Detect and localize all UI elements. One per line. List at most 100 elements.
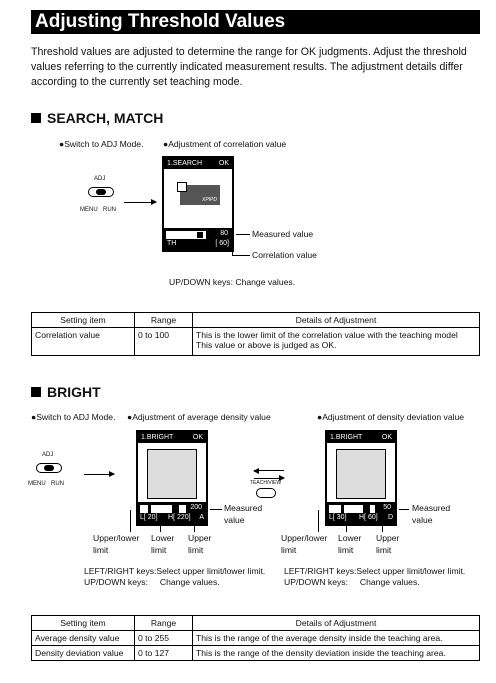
callout-vline	[382, 523, 383, 532]
search-heading: SEARCH, MATCH	[31, 110, 163, 126]
bright-heading: BRIGHT	[31, 384, 101, 400]
search-adjust-caption: ●Adjustment of correlation value	[163, 139, 287, 149]
lcd-title: 1.BRIGHT	[330, 434, 363, 441]
bright-switch-caption: ●Switch to ADJ Mode.	[31, 412, 116, 422]
callout-vline	[130, 510, 131, 532]
cell-item: Correlation value	[31, 327, 135, 356]
callout-measured: Measured	[224, 503, 263, 513]
lcd-th-label: TH	[167, 240, 177, 247]
lcd-measured-value: 50	[383, 504, 391, 511]
callout-measured-2: value	[412, 515, 433, 525]
switch-pill	[36, 463, 62, 473]
callout-vline	[160, 523, 161, 532]
callout-limit: limit	[151, 545, 167, 555]
callout-limit: limit	[188, 545, 204, 555]
callout-line-corr-v	[232, 246, 233, 255]
arrow-right-icon	[84, 471, 115, 477]
lcd-logo: XPIPD	[201, 197, 217, 203]
table-row: Density deviation value 0 to 127 This is…	[31, 645, 480, 661]
callout-upper: Upper	[188, 533, 212, 543]
cell-range: 0 to 255	[134, 630, 193, 646]
callout-correlation: Correlation value	[252, 250, 317, 260]
lcd-th-value: [ 60]	[215, 240, 229, 247]
search-switch-caption: ●Switch to ADJ Mode.	[59, 139, 144, 149]
switch-menu-label: MENU	[80, 207, 98, 213]
bright-keys-1b: UP/DOWN keys: Change values.	[84, 577, 220, 587]
bright-keys-2b: UP/DOWN keys: Change values.	[284, 577, 420, 587]
switch-adj-label: ADJ	[42, 452, 54, 458]
callout-vline	[194, 523, 195, 532]
search-lcd-screen: 1.SEARCH OK XPIPD 80 TH [ 60]	[162, 156, 234, 252]
teach-view-button-icon	[256, 488, 276, 498]
th-setting-item: Setting item	[31, 312, 135, 328]
lcd-mode: D	[387, 514, 393, 521]
page-title: Adjusting Threshold Values	[31, 10, 480, 34]
lcd-status: OK	[218, 160, 229, 167]
search-table: Setting item Range Details of Adjustment…	[31, 312, 480, 356]
callout-limit: limit	[338, 545, 354, 555]
lcd-status: OK	[381, 434, 392, 441]
th-range: Range	[134, 312, 193, 328]
callout-limit: limit	[281, 545, 297, 555]
cell-range: 0 to 100	[134, 327, 193, 356]
th-range: Range	[134, 615, 193, 631]
arrow-right-icon	[124, 199, 157, 205]
lcd-model-image: XPIPD	[177, 182, 220, 205]
lcd-title: 1.BRIGHT	[141, 434, 174, 441]
bright-avg-caption: ●Adjustment of average density value	[127, 412, 271, 422]
callout-limit: limit	[376, 545, 392, 555]
th-details: Details of Adjustment	[192, 615, 480, 631]
lcd-status: OK	[192, 434, 203, 441]
bright-keys-1a: LEFT/RIGHT keys:Select upper limit/lower…	[84, 566, 266, 576]
th-setting-item: Setting item	[31, 615, 135, 631]
square-bullet-icon	[31, 113, 41, 123]
lcd-high-limit: H[ 220]	[168, 514, 191, 521]
callout-limit: limit	[93, 545, 109, 555]
arrow-right-icon	[254, 475, 285, 481]
switch-run-label: RUN	[103, 207, 116, 213]
cell-range: 0 to 127	[134, 645, 193, 661]
search-keys: UP/DOWN keys: Change values.	[169, 277, 296, 287]
th-details: Details of Adjustment	[192, 312, 480, 328]
bright-keys-2a: LEFT/RIGHT keys:Select upper limit/lower…	[284, 566, 466, 576]
lcd-measured-value: 80	[220, 230, 228, 237]
callout-measured: Measured	[412, 503, 451, 513]
bright-heading-text: BRIGHT	[47, 384, 101, 400]
lcd-low-limit: L[ 30]	[329, 514, 347, 521]
mode-switch: ADJ MENU RUN	[80, 176, 120, 216]
lcd-high-limit: H[ 60]	[359, 514, 378, 521]
callout-vline	[346, 523, 347, 532]
callout-measured-2: value	[224, 515, 245, 525]
square-bullet-icon	[31, 387, 41, 397]
lcd-low-limit: L[ 20]	[140, 514, 158, 521]
lcd-teaching-area	[336, 449, 386, 499]
callout-line	[210, 509, 222, 510]
cell-item: Density deviation value	[31, 645, 135, 661]
lcd-teaching-area	[147, 449, 197, 499]
cell-details: This is the lower limit of the correlati…	[192, 327, 480, 356]
switch-run-label: RUN	[51, 481, 64, 487]
callout-line-corr	[232, 255, 250, 256]
search-heading-text: SEARCH, MATCH	[47, 110, 164, 126]
mode-switch: ADJ MENU RUN	[28, 452, 68, 492]
cell-details: This is the range of the average density…	[192, 630, 480, 646]
table-row: Correlation value 0 to 100 This is the l…	[31, 327, 480, 356]
bright-table: Setting item Range Details of Adjustment…	[31, 615, 480, 661]
lcd-measured-value: 200	[190, 504, 202, 511]
table-row: Average density value 0 to 255 This is t…	[31, 630, 480, 646]
callout-measured: Measured value	[252, 229, 314, 239]
callout-line-measured	[236, 234, 250, 235]
callout-upper-lower: Upper/lower	[93, 533, 140, 543]
intro-text: Threshold values are adjusted to determi…	[31, 46, 467, 88]
cell-item: Average density value	[31, 630, 135, 646]
teach-view-label: TEACH/VIEW	[250, 480, 282, 486]
lcd-title: 1.SEARCH	[167, 160, 203, 167]
cell-details: This is the range of the density deviati…	[192, 645, 480, 661]
callout-vline	[318, 510, 319, 532]
bright-dev-caption: ●Adjustment of density deviation value	[317, 412, 465, 422]
switch-pill	[88, 187, 114, 197]
callout-upper: Upper	[376, 533, 400, 543]
arrow-left-icon	[254, 470, 284, 471]
callout-line	[399, 509, 409, 510]
